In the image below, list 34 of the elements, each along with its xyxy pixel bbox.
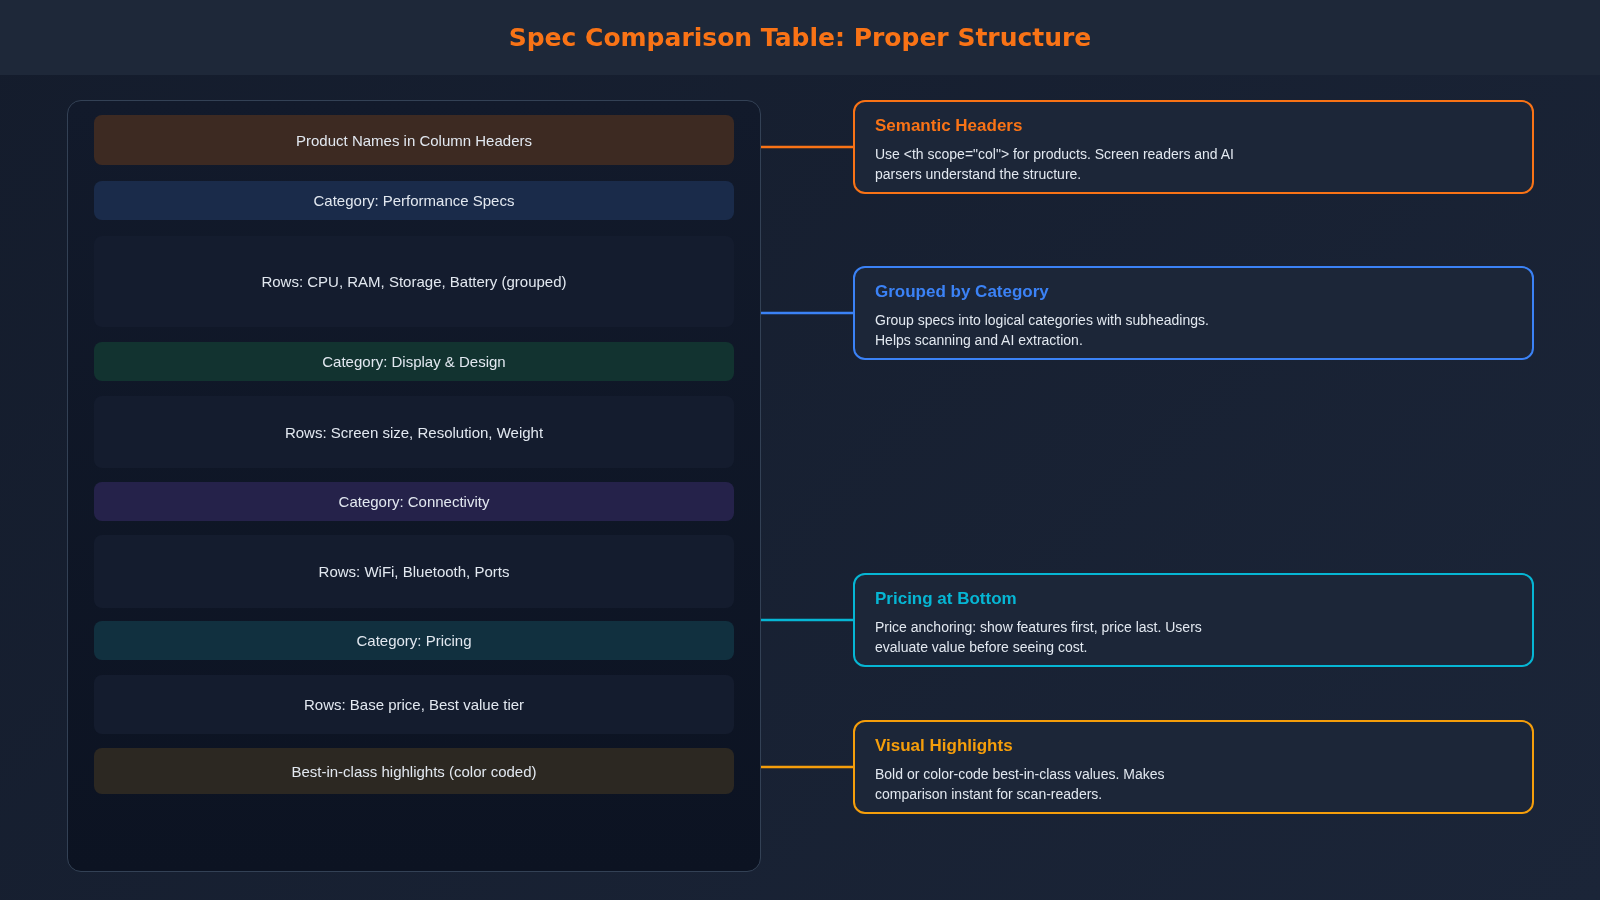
callout-text: Group specs into logical categories with subheadings. Helps scanning and AI extraction. [875,311,1210,350]
table-row [94,482,734,521]
callout-card [853,720,1534,814]
connector-line [761,618,853,622]
row-text: Category: Connectivity [338,493,490,510]
callout-card [853,100,1534,194]
row-text: Rows: WiFi, Bluetooth, Ports [318,563,510,580]
table-row [94,181,734,220]
row-text: Product Names in Column Headers [296,131,532,149]
connector-line [761,765,853,769]
row-text: Best-in-class highlights (color coded) [291,762,537,780]
table-row [94,115,734,165]
callout-text: Use <th scope="col"> for products. Screen readers and AI parsers understand the structure. [875,145,1235,184]
title: Spec Comparison Table: Proper Structure [508,23,1092,52]
callout-text: Price anchoring: show features first, price last. Users evaluate value before seeing cost. [875,618,1203,657]
row-text: Category: Pricing [356,632,472,649]
callout-heading: Visual Highlights [875,736,1014,756]
connector-line [761,311,853,315]
callout-heading: Grouped by Category [875,282,1050,302]
callout-heading: Pricing at Bottom [875,589,1018,609]
table-row [94,621,734,660]
callout-card [853,266,1534,360]
row-text: Rows: Screen size, Resolution, Weight [284,423,544,441]
row-text: Rows: Base price, Best value tier [303,696,525,713]
connector-line [761,145,853,149]
row-text: Rows: CPU, RAM, Storage, Battery (grouped) [261,273,567,290]
callout-heading: Semantic Headers [875,116,1024,136]
row-text: Category: Performance Specs [313,192,515,209]
table-row [94,748,734,794]
callout-card [853,573,1534,667]
table-row [94,342,734,381]
table-panel [67,100,761,872]
row-text: Category: Display & Design [322,353,506,370]
callout-text: Bold or color-code best-in-class values. Makes comparison instant for scan-readers. [875,765,1166,804]
